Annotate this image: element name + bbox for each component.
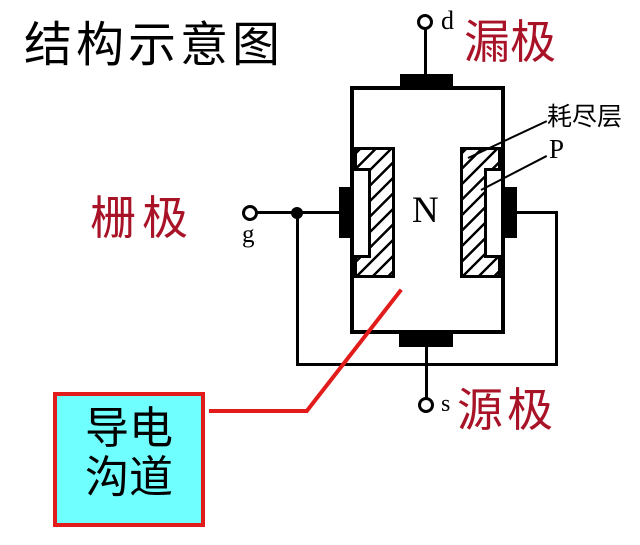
channel-pointer-elbow: [209, 409, 308, 413]
terminal-d-circle: [417, 14, 433, 30]
terminal-d-label: d: [441, 6, 454, 35]
n-region-label: N: [412, 190, 439, 231]
terminal-s-label: s: [441, 391, 451, 417]
channel-label-line1: 导电: [85, 404, 173, 453]
gate-electrode-left: [339, 187, 350, 238]
p-region-label: P: [549, 134, 565, 164]
gate-loop-bottom-wire: [296, 363, 558, 366]
p-region-right: [484, 168, 501, 258]
depletion-layer-label: 耗尽层: [547, 104, 623, 131]
gate-loop-right-wire: [555, 211, 558, 366]
drain-label: 漏极: [464, 17, 556, 68]
gate-junction-dot: [291, 207, 303, 219]
page-title: 结构示意图: [24, 19, 285, 72]
channel-callout-box: 导电 沟道: [53, 392, 205, 527]
gate-electrode-right: [505, 187, 517, 238]
terminal-g-label: g: [242, 221, 255, 248]
source-electrode: [399, 333, 453, 347]
terminal-s-circle: [418, 397, 434, 413]
p-region-left: [354, 168, 371, 258]
channel-label-line2: 沟道: [85, 453, 173, 503]
source-lead-wire: [425, 347, 428, 398]
drain-electrode: [400, 74, 453, 87]
gate-label: 栅极: [90, 193, 194, 244]
terminal-g-circle: [242, 205, 258, 221]
gate-right-wire: [517, 211, 558, 214]
source-label: 源极: [457, 385, 557, 436]
gate-loop-left-wire: [296, 213, 299, 366]
drain-lead-wire: [424, 29, 427, 75]
